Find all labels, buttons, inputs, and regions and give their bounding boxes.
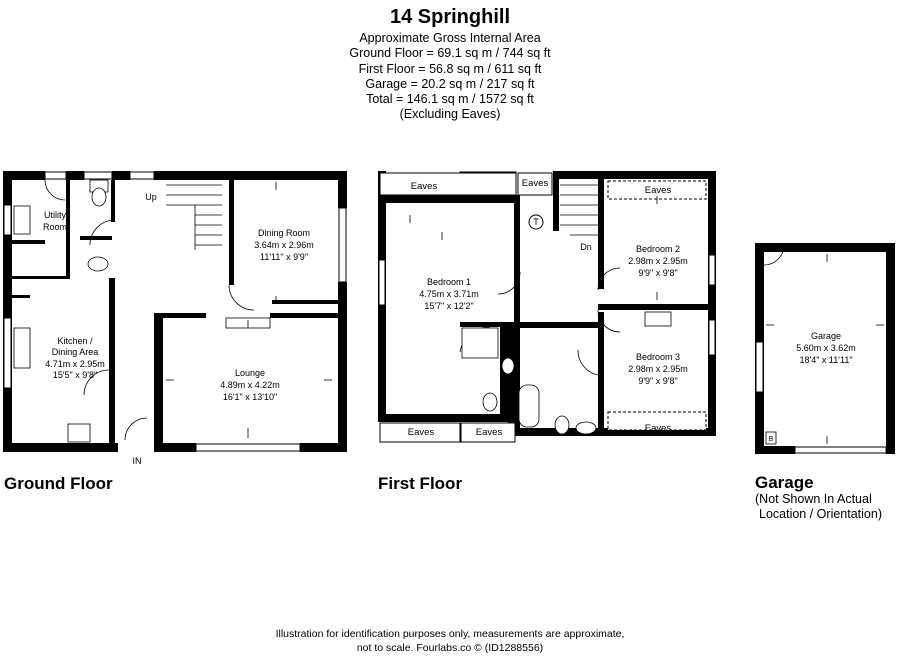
- windows: [3, 171, 887, 454]
- stairs: [166, 184, 598, 250]
- bedroom2-dim-m: 2.98m x 2.95m: [628, 256, 688, 266]
- eaves-label-3: Eaves: [645, 185, 672, 196]
- bedroom3-dim-m: 2.98m x 2.95m: [628, 364, 688, 374]
- stairs-down-label: Dn: [580, 242, 592, 252]
- tank-label: T: [533, 217, 539, 227]
- entrance-label: IN: [133, 456, 142, 466]
- lounge-label: Lounge: [235, 368, 265, 378]
- garage-note-2: Location / Orientation): [759, 507, 882, 521]
- kitchen-label: Kitchen /: [57, 336, 93, 346]
- eaves-label-2: Eaves: [522, 178, 549, 189]
- garage-dim-ft: 18'4" x 11'11": [799, 355, 852, 365]
- eaves-areas: [379, 172, 707, 443]
- tank-marker: [528, 214, 544, 230]
- first-floor-title: First Floor: [378, 474, 463, 493]
- eaves-label-5: Eaves: [408, 427, 435, 438]
- ground-floor-title: Ground Floor: [4, 474, 113, 493]
- eaves-label-1: Eaves: [411, 181, 438, 192]
- eaves-label-4: Eaves: [645, 423, 672, 434]
- first-area-line: First Floor = 56.8 sq m / 611 sq ft: [358, 62, 542, 76]
- ground-area-line: Ground Floor = 69.1 sq m / 744 sq ft: [349, 46, 551, 60]
- page-title: 14 Springhill: [389, 6, 511, 28]
- garage-area-line: Garage = 20.2 sq m / 217 sq ft: [365, 77, 535, 91]
- bedroom2-dim-ft: 9'9" x 9'8": [638, 268, 677, 278]
- dining-dim-m: 3.64m x 2.96m: [254, 240, 314, 250]
- garage-label: Garage: [811, 331, 841, 341]
- utility-label: Utility: [44, 210, 66, 220]
- area-heading: Approximate Gross Internal Area: [359, 31, 541, 45]
- excluding-eaves-note: (Excluding Eaves): [399, 107, 501, 121]
- total-area-line: Total = 146.1 sq m / 1572 sq ft: [366, 92, 534, 106]
- eaves-label-6: Eaves: [476, 427, 503, 438]
- garage-note-1: (Not Shown In Actual: [755, 492, 872, 506]
- utility-label-2: Room: [43, 222, 67, 232]
- dimension-markers: [166, 182, 884, 444]
- lounge-dim-ft: 16'1" x 13'10": [223, 392, 277, 402]
- kitchen-dim-m: 4.71m x 2.95m: [45, 359, 105, 369]
- dining-dim-ft: 11'11" x 9'9": [260, 252, 308, 262]
- bedroom1-dim-m: 4.75m x 3.71m: [419, 289, 479, 299]
- bedroom2-label: Bedroom 2: [636, 244, 680, 254]
- bedroom3-dim-ft: 9'9" x 9'8": [638, 376, 677, 386]
- bedroom1-dim-ft: 15'7" x 12'2": [424, 301, 473, 311]
- kitchen-label-2: Dining Area: [52, 347, 99, 357]
- stairs-up-label: Up: [145, 192, 157, 202]
- bedroom3-label: Bedroom 3: [636, 352, 680, 362]
- disclaimer: Illustration for identification purposes…: [0, 627, 900, 655]
- dining-label: Dining Room: [258, 228, 310, 238]
- garage-title: Garage: [755, 473, 814, 492]
- disclaimer-line-2: not to scale. Fourlabs.co © (ID1288556): [356, 642, 544, 654]
- bedroom1-label: Bedroom 1: [427, 277, 471, 287]
- boiler-label: B: [769, 436, 774, 443]
- lounge-dim-m: 4.89m x 4.22m: [220, 380, 280, 390]
- garage-dim-m: 5.60m x 3.62m: [796, 343, 856, 353]
- kitchen-dim-ft: 15'5" x 9'8": [53, 370, 97, 380]
- disclaimer-line-1: Illustration for identification purposes…: [275, 628, 625, 640]
- fixtures: [13, 179, 777, 445]
- walls: [3, 171, 895, 454]
- doors: [44, 179, 785, 441]
